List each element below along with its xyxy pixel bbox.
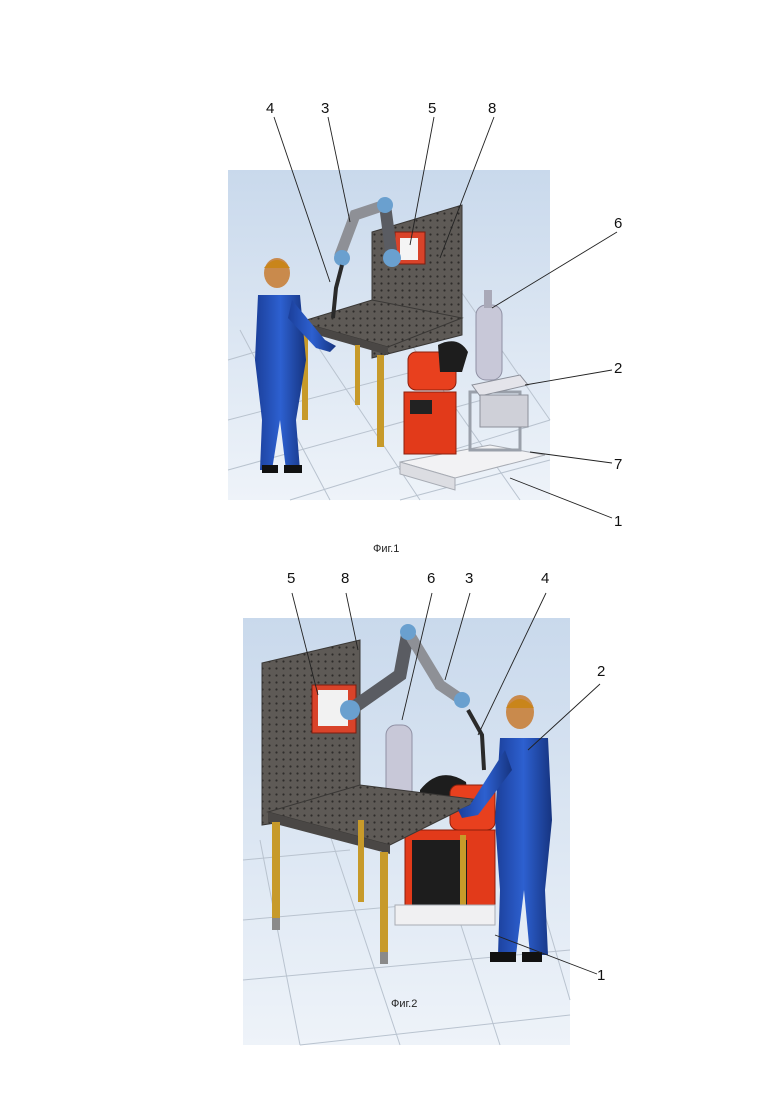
callout-label: 4 xyxy=(266,101,274,117)
robot-joint xyxy=(377,197,393,213)
callout-label: 4 xyxy=(541,571,549,587)
callout-label: 8 xyxy=(341,571,349,587)
callout-label: 6 xyxy=(427,571,435,587)
welding-machine-panel xyxy=(410,400,432,414)
callout-label: 6 xyxy=(614,216,622,232)
callout-label: 5 xyxy=(287,571,295,587)
table-leg-foot xyxy=(380,952,388,964)
callout-label: 1 xyxy=(614,514,622,530)
figure-2-illustration xyxy=(0,560,780,1103)
table-leg xyxy=(272,822,280,922)
robot-joint xyxy=(400,624,416,640)
figure-1: 4 3 5 8 6 2 7 1 Фиг.1 xyxy=(0,0,780,560)
callout-label: 1 xyxy=(597,968,605,984)
callout-label: 7 xyxy=(614,457,622,473)
figure-2: 5 8 6 3 4 2 1 Фиг.2 xyxy=(0,560,780,1103)
robot-joint xyxy=(454,692,470,708)
callout-label: 5 xyxy=(428,101,436,117)
table-leg xyxy=(358,820,364,902)
gas-cylinder xyxy=(476,305,502,380)
welding-machine-panel xyxy=(412,840,467,910)
box xyxy=(480,395,528,427)
table-leg xyxy=(380,852,388,956)
callout-label: 3 xyxy=(321,101,329,117)
figure-caption: Фиг.1 xyxy=(373,543,399,555)
figure-1-illustration xyxy=(0,0,780,560)
callout-label: 3 xyxy=(465,571,473,587)
robot-joint xyxy=(334,250,350,266)
table-leg-foot xyxy=(272,918,280,930)
cylinder-valve xyxy=(484,290,492,308)
callout-label: 2 xyxy=(597,664,605,680)
torch-holder-insert xyxy=(400,238,418,260)
robot-joint xyxy=(383,249,401,267)
callout-label: 8 xyxy=(488,101,496,117)
figure-caption: Фиг.2 xyxy=(391,998,417,1010)
pallet xyxy=(395,905,495,925)
callout-label: 2 xyxy=(614,361,622,377)
robot-joint xyxy=(340,700,360,720)
table-leg xyxy=(355,345,360,405)
table-leg xyxy=(377,355,384,447)
